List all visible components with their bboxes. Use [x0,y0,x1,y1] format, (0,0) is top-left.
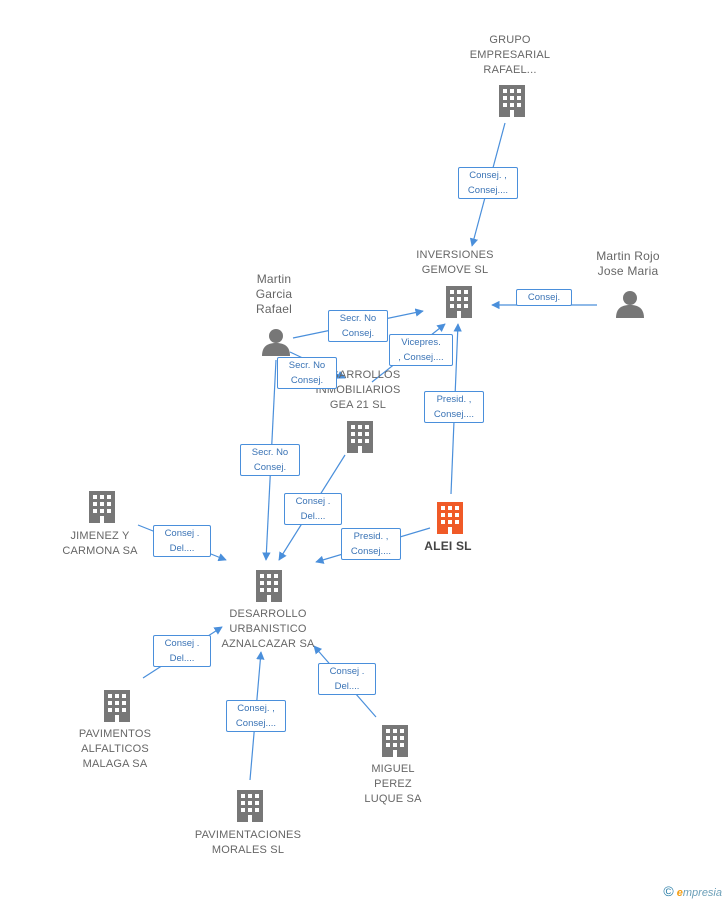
edge-label[interactable]: Consej .Del.... [153,525,211,557]
edge-label[interactable]: Consej .Del.... [153,635,211,667]
building-icon [499,85,525,117]
building-icon [446,286,472,318]
node-label-martin-rojo[interactable]: Martin Rojo Jose Maria [596,249,660,278]
edge-label[interactable]: Consej .Del.... [318,663,376,695]
building-icon [104,690,130,722]
edge-label[interactable]: Consej. [516,289,572,306]
edge-label[interactable]: Presid. ,Consej.... [424,391,484,423]
building-icon [256,570,282,602]
edge-label[interactable]: Vicepres., Consej.... [389,334,453,366]
person-icon [262,329,290,356]
node-label-grupo[interactable]: GRUPO EMPRESARIAL RAFAEL... [469,34,551,76]
node-label-pav-malaga[interactable]: PAVIMENTOS ALFALTICOS MALAGA SA [78,728,152,770]
edge-label[interactable]: Consej .Del.... [284,493,342,525]
person-icon [616,291,644,318]
node-label-inversiones[interactable]: INVERSIONES GEMOVE SL [416,249,494,276]
footer-brand[interactable]: ©empresia [663,883,722,899]
node-label-miguel[interactable]: MIGUEL PEREZ LUQUE SA [364,763,422,805]
node-label-martin-garcia[interactable]: Martin Garcia Rafael [255,272,293,316]
edge-label[interactable]: Consej. ,Consej.... [226,700,286,732]
copyright-icon: © [663,883,674,899]
brand-logo: empresia [676,887,722,899]
building-icon [89,491,115,523]
edge-label[interactable]: Consej. ,Consej.... [458,167,518,199]
node-label-jimenez[interactable]: JIMENEZ Y CARMONA SA [62,530,138,557]
building-icon [382,725,408,757]
node-label-alei[interactable]: ALEI SL [424,539,472,553]
edge-label[interactable]: Presid. ,Consej.... [341,528,401,560]
building-icon [347,421,373,453]
node-label-desarrollo[interactable]: DESARROLLO URBANISTICO AZNALCAZAR SA [221,608,315,650]
node-label-pav-morales[interactable]: PAVIMENTACIONES MORALES SL [194,829,302,856]
building-main-icon [437,502,463,534]
building-icon [237,790,263,822]
